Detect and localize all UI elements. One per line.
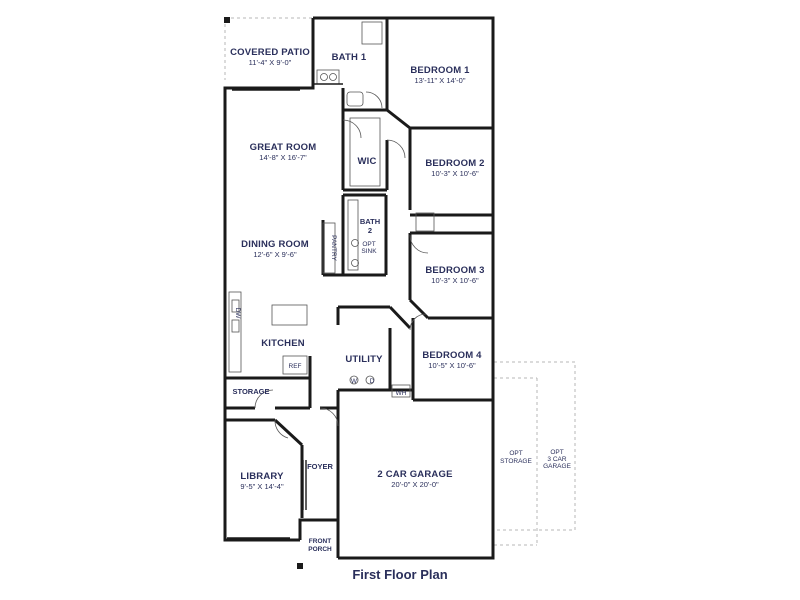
- opt-3-car-garage-label-line3: GARAGE: [543, 463, 571, 470]
- opt-sink-label-line2: SINK: [361, 248, 377, 255]
- bedroom4-label: BEDROOM 4: [422, 350, 482, 361]
- water-heater-label: WH: [396, 390, 407, 397]
- bedroom1-dimensions: 13'-11" X 14'-0": [415, 76, 466, 85]
- washer-label: W: [351, 378, 358, 385]
- door-swings: [254, 91, 429, 439]
- bath2-label-line2: 2: [368, 226, 372, 235]
- dishwasher-label: DW: [234, 308, 241, 320]
- kitchen-label: KITCHEN: [261, 338, 305, 349]
- covered-patio-label: COVERED PATIO: [230, 47, 310, 58]
- pantry-label: PANTRY: [330, 235, 337, 261]
- refrigerator-label: REF: [289, 363, 302, 370]
- garage-dimensions: 20'-0" X 20'-0": [391, 480, 439, 489]
- great-room-label: GREAT ROOM: [250, 142, 317, 153]
- bedroom2-dimensions: 10'-3" X 10'-6": [431, 169, 479, 178]
- opt-3-car-garage-label-line2: 3 CAR: [547, 456, 566, 463]
- floor-plan-caption: First Floor Plan: [352, 567, 448, 582]
- fixtures: [224, 17, 480, 569]
- bedroom2-label: BEDROOM 2: [425, 158, 484, 169]
- library-label: LIBRARY: [240, 471, 284, 482]
- front-porch-label-line1: FRONT: [309, 538, 331, 545]
- storage-label: STORAGE: [233, 387, 270, 396]
- opt-3-car-garage-label-line1: OPT: [550, 449, 563, 456]
- bedroom4-dimensions: 10'-5" X 10'-6": [428, 361, 476, 370]
- front-porch-label-line2: PORCH: [308, 546, 332, 553]
- garage-label: 2 CAR GARAGE: [377, 469, 452, 480]
- library-dimensions: 9'-5" X 14'-4": [240, 482, 284, 491]
- dining-room-label: DINING ROOM: [241, 239, 309, 250]
- opt-storage-label-line1: OPT: [509, 450, 522, 457]
- bedroom3-label: BEDROOM 3: [425, 265, 484, 276]
- bedroom1-label: BEDROOM 1: [410, 65, 470, 76]
- opt-sink-label-line1: OPT: [362, 241, 375, 248]
- interior-walls: [225, 18, 493, 518]
- bath2-label-line1: BATH: [360, 217, 380, 226]
- room-labels: COVERED PATIO 11'-4" X 9'-0" BATH 1 BEDR…: [230, 47, 571, 553]
- optional-areas: [224, 17, 576, 546]
- wic-label: WIC: [357, 156, 376, 167]
- opt-storage-label-line2: STORAGE: [500, 458, 532, 465]
- bath1-label: BATH 1: [332, 52, 367, 63]
- great-room-dimensions: 14'-8" X 16'-7": [259, 153, 307, 162]
- covered-patio-dimensions: 11'-4" X 9'-0": [249, 58, 292, 67]
- bedroom3-dimensions: 10'-3" X 10'-6": [431, 276, 479, 285]
- dryer-label: D: [370, 378, 375, 385]
- dining-room-dimensions: 12'-6" X 9'-6": [253, 250, 297, 259]
- foyer-label: FOYER: [307, 462, 333, 471]
- utility-label: UTILITY: [345, 354, 383, 365]
